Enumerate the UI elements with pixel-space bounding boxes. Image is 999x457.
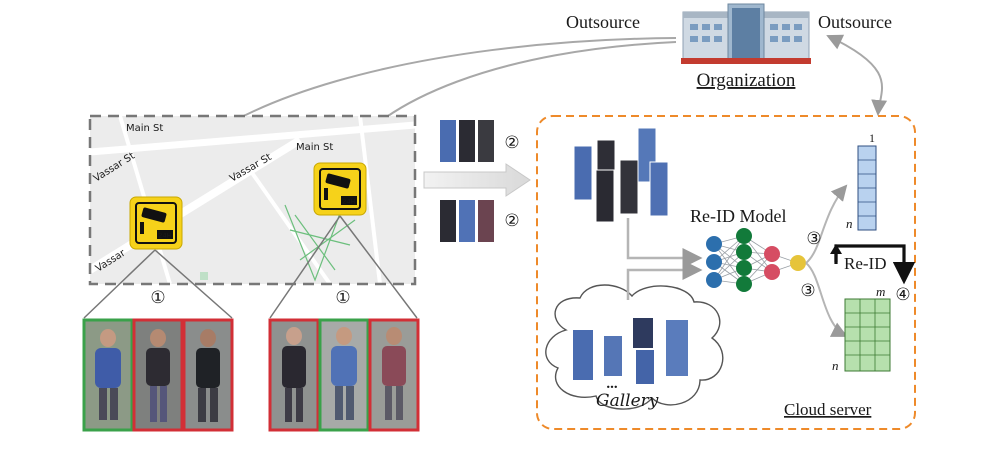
street-label-main-1: Main St — [126, 123, 163, 134]
upload-arrow — [423, 163, 531, 197]
camera-1-badge: 24H — [158, 232, 171, 240]
organization-building-icon — [681, 3, 811, 64]
captured-image-mismatch — [132, 318, 184, 432]
cctv-camera-icon — [129, 196, 183, 250]
query-thumbnails-top — [440, 120, 494, 162]
step-4-label: ④ — [895, 285, 910, 304]
reid-model-label: Re-ID Model — [690, 206, 786, 226]
query-images-stack — [573, 127, 669, 223]
vector-top-index: 1 — [869, 131, 875, 145]
neural-network-icon — [706, 228, 806, 292]
gallery-ellipsis: ... — [606, 376, 618, 392]
vector-length-n: n — [846, 216, 853, 231]
organization-label: Organization — [697, 70, 796, 91]
street-label-main-2: Main St — [296, 142, 333, 153]
captured-image-mismatch — [368, 318, 420, 432]
reid-step-label: Re-ID — [844, 254, 886, 273]
gallery-cloud — [545, 284, 724, 410]
gallery-feature-matrix — [844, 298, 891, 372]
captured-image-match — [318, 318, 370, 432]
gallery-to-model-connector — [626, 260, 703, 300]
captured-image-mismatch — [182, 318, 234, 432]
reid-arrow-up-head — [830, 244, 842, 254]
gallery-label: Gallery — [596, 391, 659, 411]
camera-2-badge: 24H — [342, 198, 355, 206]
query-feature-vector — [857, 145, 877, 231]
model-to-vector-arrow — [805, 184, 848, 264]
camera-2-capture-lines — [269, 215, 418, 319]
step-3-label-a: ③ — [806, 229, 821, 248]
camera-1-capture-lines — [83, 249, 233, 319]
outsource-arrow-to-cloud — [826, 34, 888, 116]
query-to-model-connector — [626, 218, 703, 268]
step-2-label-a: ② — [504, 133, 519, 152]
query-thumbnails-bottom — [440, 200, 494, 242]
outsource-right-label: Outsource — [818, 12, 892, 32]
outsource-left-label: Outsource — [566, 12, 640, 32]
step-2-label-b: ② — [504, 211, 519, 230]
step-1-label-a: ① — [150, 288, 165, 307]
matrix-width-m: m — [876, 284, 885, 299]
map-green-paths — [284, 199, 356, 282]
step-3-label-b: ③ — [800, 281, 815, 300]
captured-image-match — [82, 318, 134, 432]
captured-image-mismatch — [268, 318, 320, 432]
cctv-camera-icon — [313, 162, 367, 216]
step-1-label-b: ① — [335, 288, 350, 307]
matrix-height-n: n — [832, 358, 839, 373]
cloud-server-label: Cloud server — [784, 400, 872, 419]
model-to-matrix-arrow — [805, 262, 848, 337]
